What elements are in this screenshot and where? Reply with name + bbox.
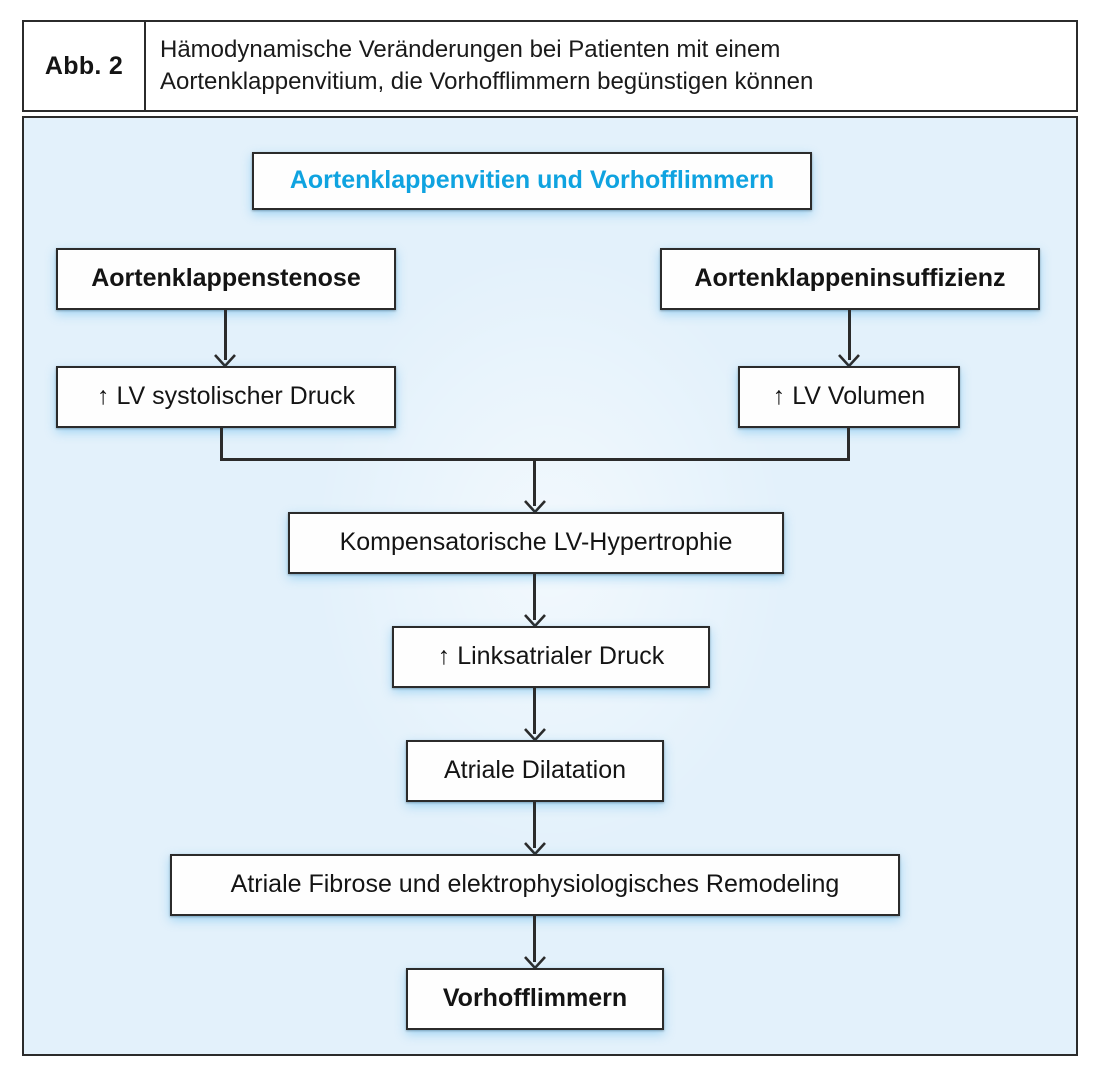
node-atriale-dilatation: Atriale Dilatation (406, 740, 664, 802)
edge-fibrose-to-vorhofflimmern-line (533, 916, 536, 962)
diagram-panel: Aortenklappenvitien und Vorhofflimmern A… (22, 116, 1078, 1056)
caption-line-1: Hämodynamische Veränderungen bei Patient… (160, 36, 781, 64)
merge-center-drop (533, 458, 536, 506)
node-atriale-fibrose-remodeling: Atriale Fibrose und elektrophysiologisch… (170, 854, 900, 916)
node-lv-systolischer-druck: ↑ LV systolischer Druck (56, 366, 396, 428)
node-title: Aortenklappenvitien und Vorhofflimmern (252, 152, 812, 210)
figure-number-label: Abb. 2 (24, 22, 146, 110)
edge-ladruck-to-dilatation-line (533, 688, 536, 734)
merge-right-drop (847, 428, 850, 460)
caption-line-2: Aortenklappenvitium, die Vorhofflimmern … (160, 68, 814, 95)
edge-hypertrophie-to-ladruck-line (533, 574, 536, 620)
node-aortenklappenstenose: Aortenklappenstenose (56, 248, 396, 310)
figure-caption: Abb. 2 Hämodynamische Veränderungen bei … (22, 20, 1078, 112)
merge-left-drop (220, 428, 223, 460)
figure-caption-text: Hämodynamische Veränderungen bei Patient… (146, 22, 1076, 110)
node-linksatrialer-druck: ↑ Linksatrialer Druck (392, 626, 710, 688)
node-lv-volumen: ↑ LV Volumen (738, 366, 960, 428)
edge-insuffizienz-to-lvvolumen-line (848, 310, 851, 360)
node-kompensatorische-lv-hypertrophie: Kompensatorische LV-Hypertrophie (288, 512, 784, 574)
node-vorhofflimmern: Vorhofflimmern (406, 968, 664, 1030)
edge-stenose-to-lvdruck-line (224, 310, 227, 360)
node-aortenklappeninsuffizienz: Aortenklappeninsuffizienz (660, 248, 1040, 310)
edge-dilatation-to-fibrose-line (533, 802, 536, 848)
